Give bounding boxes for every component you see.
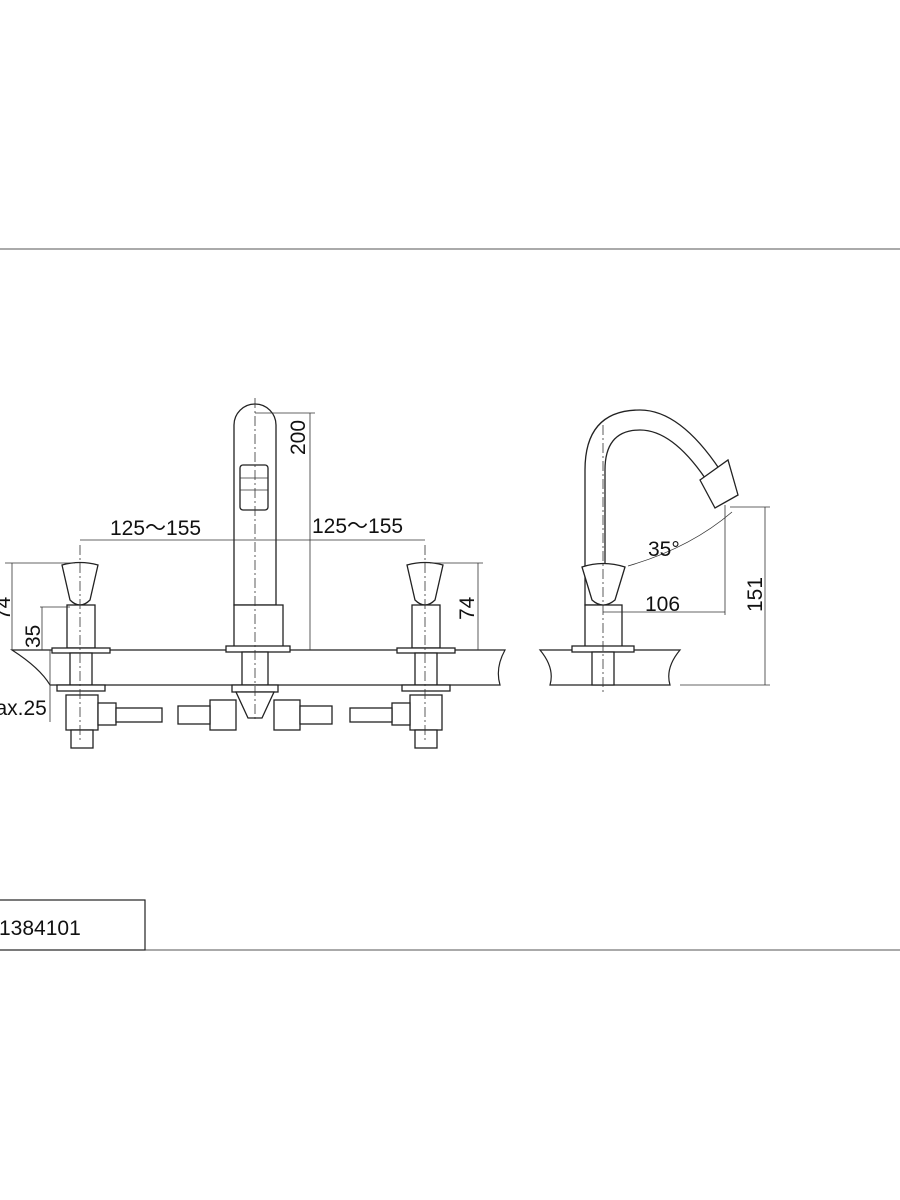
svg-text:106: 106 — [645, 593, 680, 616]
countertop-side — [538, 649, 682, 686]
countertop-front — [9, 649, 507, 686]
dimension-spout-height: 200 — [255, 412, 315, 650]
right-handle-valve — [349, 545, 456, 749]
side-dimensions: 35° 106 151 — [603, 505, 770, 686]
svg-text:151: 151 — [744, 577, 767, 612]
left-handle-valve — [51, 545, 163, 749]
side-spout — [571, 409, 739, 692]
svg-text:74: 74 — [0, 596, 15, 620]
svg-text:200: 200 — [287, 420, 310, 455]
dimension-handle-height: 74 35 max.25 — [0, 562, 75, 722]
svg-text:125～155: 125～155 — [312, 515, 403, 538]
svg-text:35: 35 — [22, 625, 45, 648]
dimension-spread: 125～155 125～155 — [80, 515, 425, 541]
svg-text:max.25: max.25 — [0, 697, 47, 720]
part-number: A1384101 — [0, 917, 81, 940]
dimension-handle-height-right: 74 — [430, 562, 483, 650]
center-spout — [177, 398, 333, 731]
svg-text:74: 74 — [456, 596, 479, 620]
title-box — [0, 899, 146, 951]
svg-text:125～155: 125～155 — [110, 517, 201, 540]
svg-text:35°: 35° — [648, 538, 680, 561]
